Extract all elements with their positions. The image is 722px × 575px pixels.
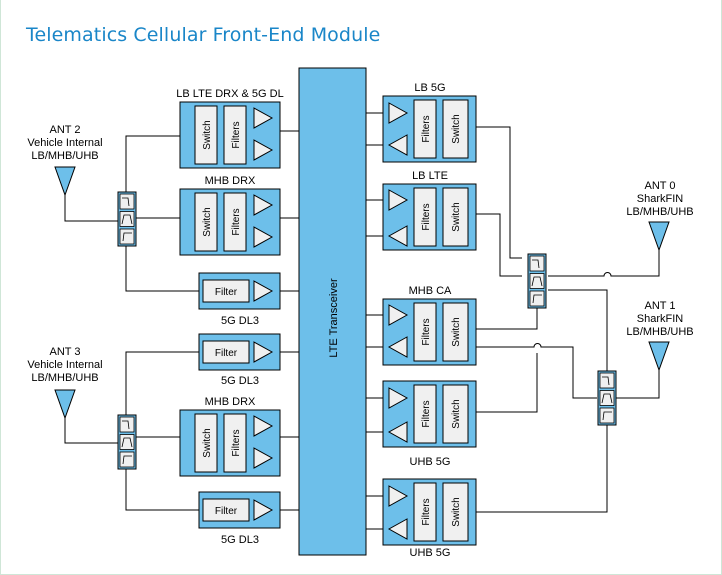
module-label: LB 5G [414, 82, 445, 94]
switch-label: Switch [451, 114, 462, 143]
antenna-icon [648, 221, 670, 251]
antenna-icon [648, 341, 670, 371]
module-lb-5g: LB 5G Filters Switch [382, 82, 477, 163]
module-mhb-drx-bottom: MHB DRX Switch Filters [179, 396, 281, 477]
module-5g-dl3-top: Filter 5G DL3 [198, 272, 281, 327]
triplexer-ant2 [117, 191, 137, 247]
filters-label: Filters [421, 400, 432, 427]
antenna-ant0: ANT 0 SharkFIN LB/MHB/UHB [626, 180, 694, 251]
filters-label: Filters [421, 203, 432, 230]
ant1-line1: ANT 1 [645, 300, 676, 312]
antenna-icon [54, 389, 76, 419]
antenna-ant2: ANT 2 Vehicle Internal LB/MHB/UHB [27, 124, 103, 196]
ant1-line3: LB/MHB/UHB [626, 326, 693, 338]
module-mhb-drx-top: MHB DRX Switch Filters [179, 175, 281, 256]
lte-transceiver-block [298, 67, 367, 556]
module-5g-dl3-bottom: Filter 5G DL3 [198, 491, 281, 546]
switch-label: Switch [451, 497, 462, 526]
antenna-ant3: ANT 3 Vehicle Internal LB/MHB/UHB [27, 346, 103, 419]
filters-label: Filters [421, 115, 432, 142]
module-label: MHB CA [409, 285, 452, 297]
filters-label: Filters [421, 318, 432, 345]
connection-lines [64, 112, 660, 530]
module-label: MHB DRX [205, 175, 256, 187]
switch-label: Switch [202, 120, 213, 149]
module-label: MHB DRX [205, 396, 256, 408]
filter-label: Filter [215, 287, 238, 298]
filters-label: Filters [231, 429, 242, 456]
module-label: 5G DL3 [221, 315, 259, 327]
module-lb-lte: LB LTE Filters Switch [382, 170, 477, 251]
ant3-line3: LB/MHB/UHB [31, 372, 98, 384]
module-label: 5G DL3 [221, 375, 259, 387]
switch-label: Switch [451, 317, 462, 346]
module-uhb-5g-b: Filters Switch UHB 5G [382, 478, 477, 559]
module-uhb-5g-a: Filters Switch UHB 5G [382, 380, 477, 468]
ant1-line2: SharkFIN [637, 313, 684, 325]
filter-label: Filter [215, 506, 238, 517]
ant0-line2: SharkFIN [637, 193, 684, 205]
filters-label: Filters [231, 121, 242, 148]
triplexer-ant1 [597, 370, 617, 426]
module-label: UHB 5G [410, 456, 451, 468]
ant3-line2: Vehicle Internal [27, 359, 102, 371]
filters-label: Filters [231, 208, 242, 235]
module-mhb-ca: MHB CA Filters Switch [382, 285, 477, 366]
switch-label: Switch [202, 428, 213, 457]
ant2-line1: ANT 2 [50, 124, 81, 136]
diagram-title: Telematics Cellular Front-End Module [26, 24, 381, 46]
module-label: 5G DL3 [221, 534, 259, 546]
switch-label: Switch [451, 202, 462, 231]
antenna-ant1: ANT 1 SharkFIN LB/MHB/UHB [626, 300, 694, 371]
module-label: UHB 5G [410, 547, 451, 559]
ant2-line2: Vehicle Internal [27, 137, 102, 149]
triplexer-ant3 [117, 414, 137, 470]
ant0-line1: ANT 0 [645, 180, 676, 192]
ant3-line1: ANT 3 [50, 346, 81, 358]
filter-label: Filter [215, 348, 238, 359]
module-label: LB LTE [412, 170, 448, 182]
lte-transceiver-label: LTE Transceiver [328, 278, 340, 358]
ant2-line3: LB/MHB/UHB [31, 150, 98, 162]
triplexer-ant0 [527, 253, 547, 309]
switch-label: Switch [202, 207, 213, 236]
module-5g-dl3-mid: Filter 5G DL3 [198, 333, 281, 387]
module-label: LB LTE DRX & 5G DL [176, 88, 283, 100]
switch-label: Switch [451, 399, 462, 428]
antenna-icon [54, 166, 76, 196]
filters-label: Filters [421, 498, 432, 525]
module-lb-lte-drx: LB LTE DRX & 5G DL Switch Filters [176, 88, 284, 169]
ant0-line3: LB/MHB/UHB [626, 206, 693, 218]
